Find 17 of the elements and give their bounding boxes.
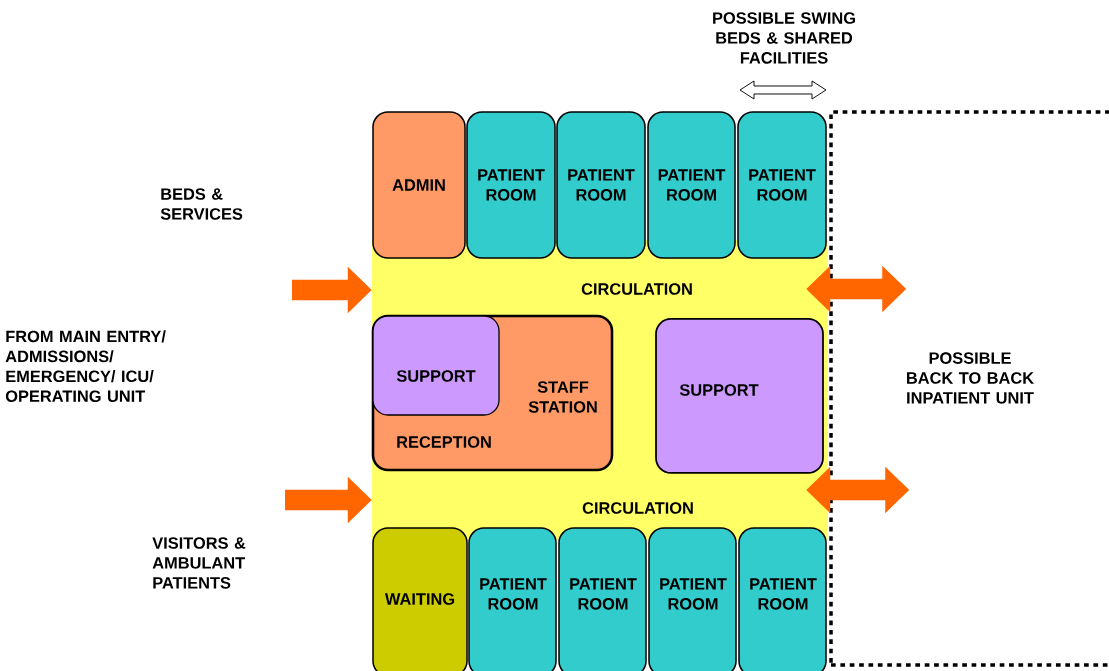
room-box: SUPPORT — [372, 315, 500, 416]
room-box: WAITING — [372, 527, 468, 671]
room-box: ADMIN — [372, 111, 466, 259]
note-text: FROM MAIN ENTRY/ ADMISSIONS/ EMERGENCY/ ICU/ OPERATING UNIT — [5, 330, 166, 402]
room-box: PATIENT ROOM — [558, 527, 647, 671]
room-box: PATIENT ROOM — [556, 111, 646, 259]
note-text: VISITORS & AMBULANT PATIENTS — [152, 537, 246, 589]
room-box: SUPPORT — [655, 318, 824, 474]
note-text: BEDS & SERVICES — [160, 188, 243, 220]
room-box: PATIENT ROOM — [466, 111, 556, 259]
room-box: PATIENT ROOM — [468, 527, 557, 671]
room-box: PATIENT ROOM — [737, 111, 827, 259]
room-box: PATIENT ROOM — [738, 527, 827, 671]
room-box: PATIENT ROOM — [648, 527, 737, 671]
inpatient-unit-outline: POSSIBLE BACK TO BACK INPATIENT UNIT — [829, 110, 1109, 667]
room-box: PATIENT ROOM — [647, 111, 736, 259]
note-text: POSSIBLE SWING BEDS & SHARED FACILITIES — [713, 12, 855, 64]
